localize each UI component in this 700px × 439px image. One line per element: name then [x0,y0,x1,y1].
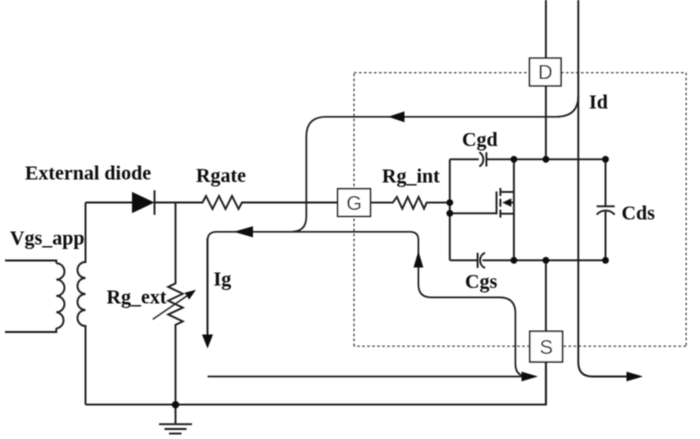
svg-text:External diode: External diode [25,163,151,185]
svg-text:Rgate: Rgate [196,165,246,187]
svg-text:Id: Id [589,92,608,114]
svg-text:Cds: Cds [622,203,656,225]
svg-text:Ig: Ig [214,269,232,291]
svg-text:Cgd: Cgd [462,129,498,151]
svg-text:Rg_ext: Rg_ext [107,287,167,309]
svg-text:S: S [540,337,553,359]
svg-text:Vgs_app: Vgs_app [10,228,84,250]
svg-text:Cgs: Cgs [465,271,497,293]
svg-text:Rg_int: Rg_int [382,166,440,188]
svg-text:D: D [538,62,552,84]
svg-text:G: G [346,193,362,215]
